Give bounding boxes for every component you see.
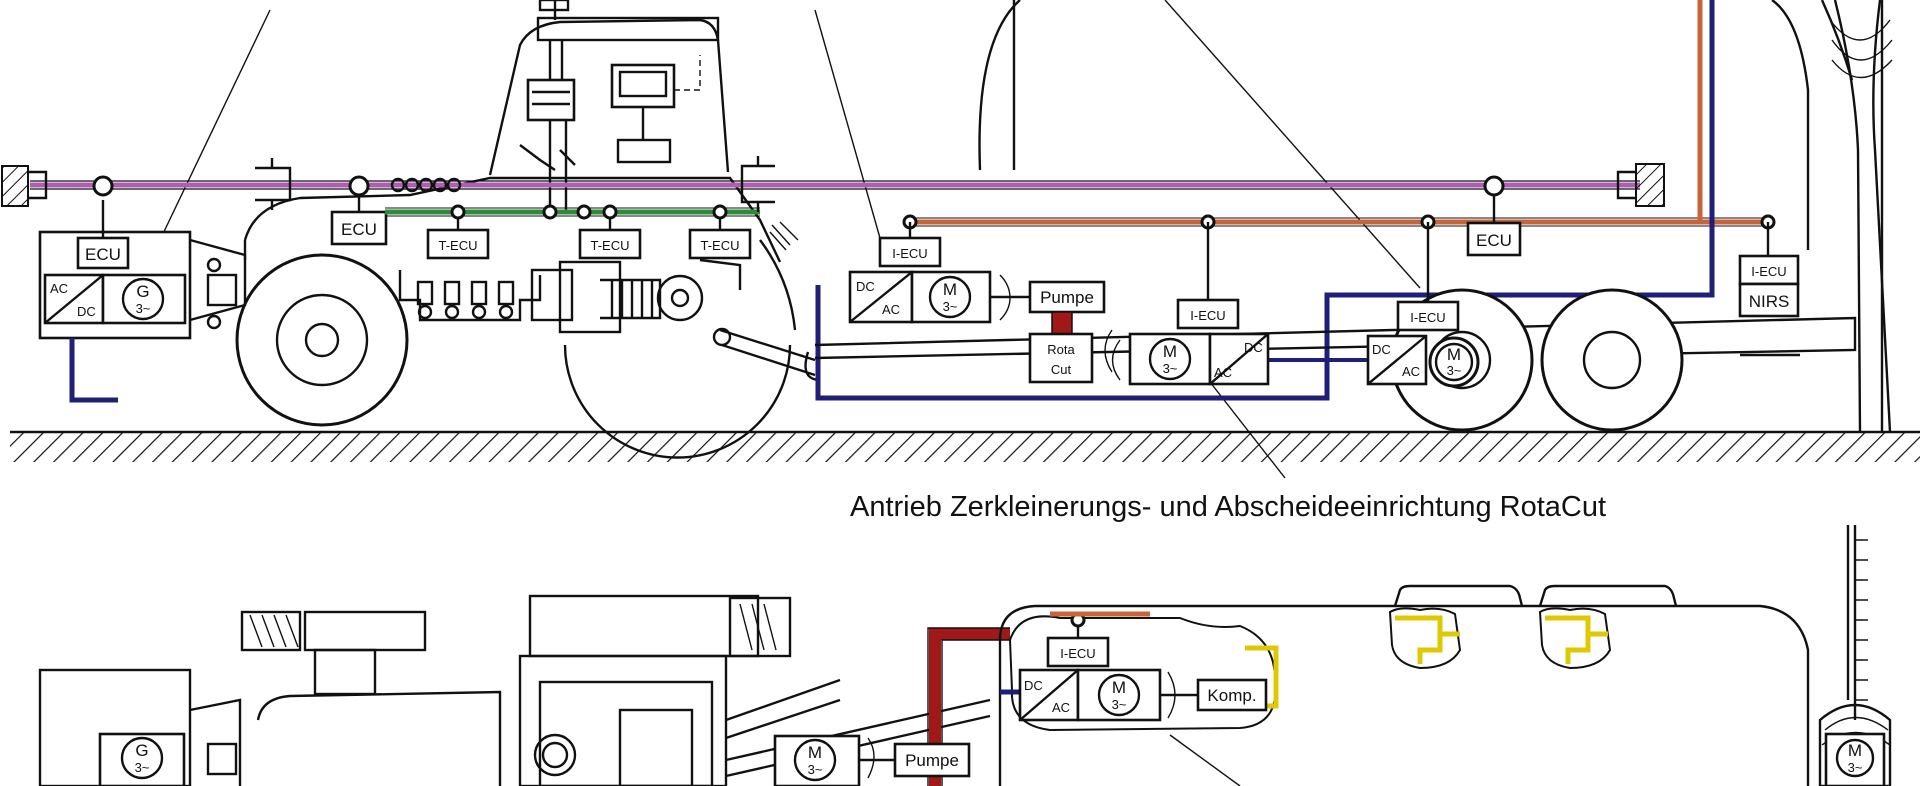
svg-text:3~: 3~ (1112, 697, 1127, 712)
svg-text:3~: 3~ (943, 299, 958, 314)
svg-text:3~: 3~ (1848, 760, 1863, 775)
i-ecu-box (1176, 298, 1240, 330)
nirs-unit: I-ECU NIRS (1738, 222, 1800, 318)
trailer-wheel (1540, 288, 1684, 432)
leader-line (1169, 734, 1241, 786)
tank-outline (978, 0, 1021, 171)
i-ecu-label: I-ECU (1410, 310, 1445, 325)
pump-label: Pumpe (905, 751, 959, 770)
leader-line (159, 9, 271, 241)
i-ecu-label: I-ECU (892, 246, 927, 261)
svg-text:3~: 3~ (1447, 363, 1462, 378)
air-line (1245, 645, 1279, 709)
svg-text:DC: DC (856, 279, 875, 294)
ecu-label: ECU (341, 220, 377, 239)
svg-text:3~: 3~ (1163, 361, 1178, 376)
i-ecu-box (1046, 636, 1110, 668)
motor (773, 734, 861, 786)
hydraulic-link (1051, 311, 1073, 335)
svg-text:G: G (136, 282, 149, 301)
top-diagram: ECU AC DC G 3~ ECU T-ECU T-ECU T-ECU (1, 0, 1920, 523)
tractor-rear-wheel (563, 344, 792, 459)
bottom-diagram: G 3~ M 3~ Pumpe I-ECU DC AC M 3~ (38, 525, 1892, 786)
svg-text:M: M (808, 743, 822, 762)
svg-text:AC: AC (1214, 365, 1232, 380)
svg-text:DC: DC (1244, 340, 1263, 355)
svg-text:AC: AC (50, 281, 68, 296)
nirs-box (1738, 282, 1800, 318)
ecu-label: ECU (1476, 231, 1512, 250)
svg-text:DC: DC (1024, 678, 1043, 693)
bus-coil (390, 177, 462, 193)
svg-text:M: M (1163, 342, 1177, 361)
svg-text:3~: 3~ (135, 760, 150, 775)
svg-text:3~: 3~ (136, 301, 151, 316)
leader-line (1164, 0, 1421, 289)
svg-text:M: M (1112, 678, 1126, 697)
tractor (189, 0, 819, 459)
compressor-label: Komp. (1207, 686, 1256, 705)
svg-text:AC: AC (1402, 364, 1420, 379)
svg-text:G: G (135, 741, 148, 760)
tank-dome (1388, 584, 1524, 670)
svg-text:AC: AC (1052, 700, 1070, 715)
axle-drive-unit: I-ECU DC AC M 3~ (1366, 222, 1480, 388)
pump-box (1028, 280, 1106, 314)
gear-springs (610, 280, 654, 318)
trailer (814, 0, 1893, 433)
i-ecu-label: I-ECU (1060, 646, 1095, 661)
motor (1824, 732, 1886, 786)
caption-rotacut-drive: Antrieb Zerkleinerungs- und Abscheideein… (850, 491, 1606, 523)
ecu-label: ECU (85, 245, 121, 264)
svg-text:AC: AC (882, 302, 900, 317)
t-ecu-group: T-ECU T-ECU T-ECU (426, 212, 752, 260)
tractor-front-wheel (235, 253, 409, 427)
tank-outline (998, 604, 1810, 786)
hydraulic-line (929, 628, 1010, 786)
i-ecu-label: I-ECU (1190, 308, 1225, 323)
t-ecu-label: T-ECU (439, 238, 478, 253)
svg-text:M: M (1848, 741, 1862, 760)
ground-hatching (10, 432, 1920, 462)
engine-block (528, 594, 760, 658)
pump-drive-unit: I-ECU DC AC M 3~ Pumpe Rota Cut (848, 222, 1113, 384)
compressor-box (1196, 678, 1268, 712)
pump-label: Pumpe (1040, 288, 1094, 307)
rotacut-drive-unit: I-ECU M 3~ AC DC (1111, 222, 1270, 386)
motor (1128, 332, 1212, 386)
svg-text:M: M (943, 280, 957, 299)
front-generator-unit: ECU AC DC G 3~ (38, 200, 192, 340)
bus-connectors (92, 175, 1505, 220)
motor (1076, 668, 1162, 722)
engine-pistons (416, 280, 515, 320)
svg-text:M: M (1447, 345, 1461, 364)
bus-terminators (1, 156, 1665, 212)
svg-text:3~: 3~ (808, 762, 823, 777)
pump-box (893, 742, 971, 778)
svg-text:DC: DC (1372, 342, 1391, 357)
svg-text:Rota: Rota (1047, 342, 1075, 357)
rotacut-box (1028, 332, 1094, 384)
motor (910, 270, 992, 324)
generator (101, 273, 187, 325)
t-ecu-label: T-ECU (591, 238, 630, 253)
svg-text:DC: DC (77, 304, 96, 319)
nirs-label: NIRS (1749, 292, 1790, 311)
leader-line (814, 9, 881, 239)
t-ecu-label: T-ECU (701, 238, 740, 253)
i-ecu-label: I-ECU (1751, 264, 1786, 279)
power-line-branch (1262, 358, 1372, 362)
tank-dome (1538, 584, 1678, 670)
svg-text:Cut: Cut (1051, 362, 1072, 377)
